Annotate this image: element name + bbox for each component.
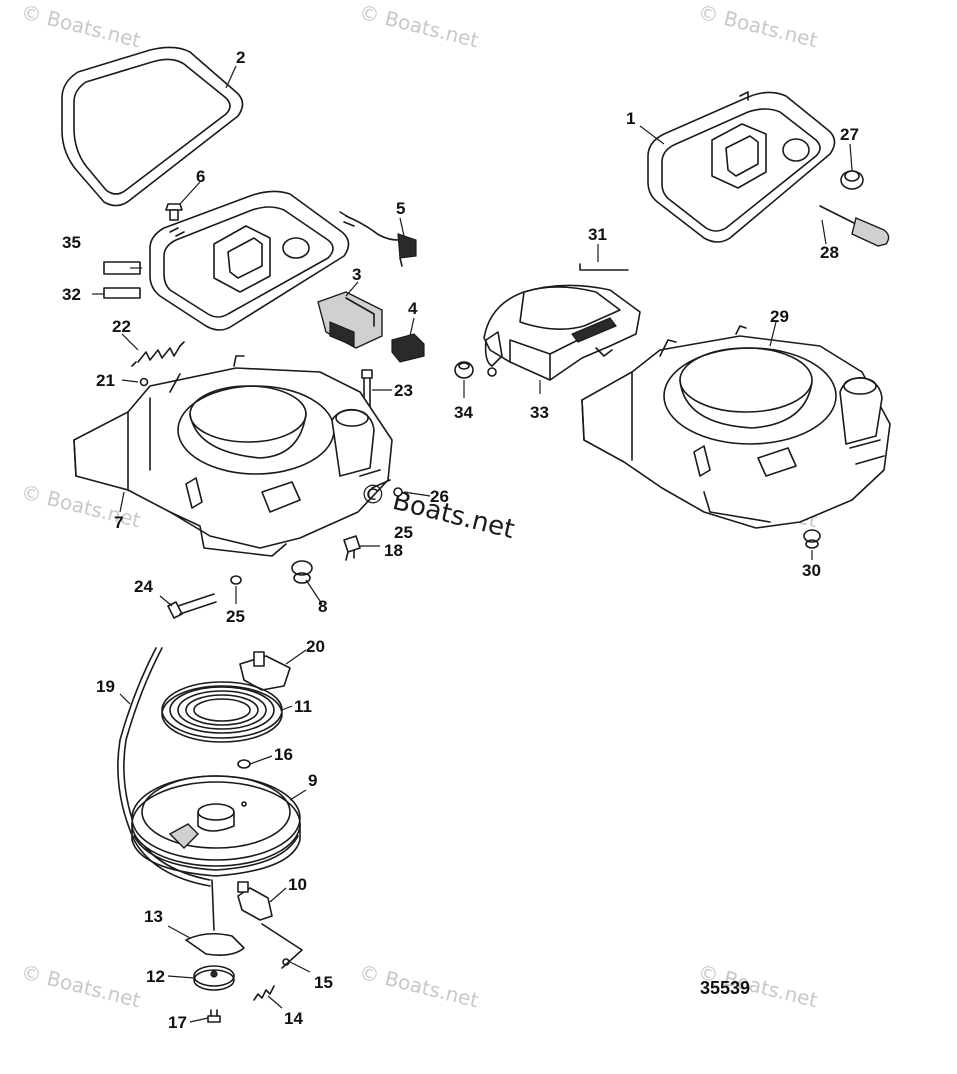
callout-6: 6 xyxy=(196,167,205,186)
callout-20: 20 xyxy=(306,637,325,656)
callout-3: 3 xyxy=(352,265,361,284)
callout-33: 33 xyxy=(530,403,549,422)
callout-7: 7 xyxy=(114,513,123,532)
wire-part-5 xyxy=(339,211,417,267)
callout-34: 34 xyxy=(454,403,473,422)
callout-15: 15 xyxy=(314,973,333,992)
gasket-part-2 xyxy=(61,46,244,207)
callout-25b: 25 xyxy=(226,607,245,626)
callout-4: 4 xyxy=(408,299,418,318)
drawing-number: 35539 xyxy=(700,978,750,998)
callout-26: 26 xyxy=(430,487,449,506)
callout-14: 14 xyxy=(284,1009,303,1028)
clip-part-21 xyxy=(139,377,149,387)
tool-part-28 xyxy=(819,205,890,247)
rope-handle-part-10 xyxy=(237,881,273,921)
callout-35: 35 xyxy=(62,233,81,252)
screw-part-6 xyxy=(165,203,183,221)
washer-part-16 xyxy=(237,759,251,769)
callout-25a: 25 xyxy=(394,523,413,542)
callout-29: 29 xyxy=(770,307,789,326)
bolt-part-24 xyxy=(167,593,217,619)
fitting-part-18 xyxy=(343,535,361,561)
watermark-text: © Boats.net xyxy=(357,0,481,52)
callout-28: 28 xyxy=(820,243,839,262)
callout-24: 24 xyxy=(134,577,153,596)
callout-17: 17 xyxy=(168,1013,187,1032)
callout-16: 16 xyxy=(274,745,293,764)
nut-part-34 xyxy=(454,361,474,379)
label-part-31 xyxy=(579,263,629,271)
callout-18: 18 xyxy=(384,541,403,560)
watermark-text: © Boats.net xyxy=(19,960,143,1013)
screw-part-17 xyxy=(207,1009,221,1023)
callout-22: 22 xyxy=(112,317,131,336)
grip-part-4 xyxy=(391,333,425,363)
watermark-text: © Boats.net xyxy=(19,0,143,52)
callout-8: 8 xyxy=(318,597,327,616)
callout-5: 5 xyxy=(396,199,405,218)
top-cover-plate xyxy=(149,190,350,331)
flywheel-cover-part-7 xyxy=(73,355,393,557)
callout-12: 12 xyxy=(146,967,165,986)
watermark-text: © Boats.net xyxy=(696,0,820,52)
washer-part-25 xyxy=(230,575,242,585)
spring-part-14 xyxy=(253,985,275,1001)
callout-27: 27 xyxy=(840,125,859,144)
callout-31: 31 xyxy=(588,225,607,244)
callout-21: 21 xyxy=(96,371,115,390)
handle-part-3 xyxy=(317,291,383,349)
grommet-part-30 xyxy=(803,529,821,549)
top-cover-part-1 xyxy=(647,91,836,243)
callout-9: 9 xyxy=(308,771,317,790)
watermark-text: © Boats.net xyxy=(357,960,481,1013)
callout-30: 30 xyxy=(802,561,821,580)
callout-10: 10 xyxy=(288,875,307,894)
pulley-part-9 xyxy=(131,775,301,877)
spring-part-22 xyxy=(131,341,185,367)
retainer-part-12 xyxy=(193,965,235,991)
callout-13: 13 xyxy=(144,907,163,926)
callout-11: 11 xyxy=(294,697,312,716)
callout-2: 2 xyxy=(236,48,245,67)
callout-19: 19 xyxy=(96,677,115,696)
pawl-part-20 xyxy=(239,651,291,691)
washer-part-26 xyxy=(393,487,403,497)
flywheel-cover-part-29 xyxy=(581,325,891,529)
cover-part-33 xyxy=(483,284,641,381)
plate-part-13 xyxy=(185,879,245,956)
callout-1: 1 xyxy=(626,109,635,128)
leader-lines xyxy=(92,65,853,1023)
callout-labels: 1 2 3 4 5 6 7 8 9 10 11 12 13 14 15 16 1… xyxy=(62,48,859,1032)
link-part-15 xyxy=(261,923,303,969)
rope-part-19 xyxy=(117,647,211,887)
cap-part-27 xyxy=(840,170,864,190)
grommet-part-8 xyxy=(291,560,313,584)
recoil-spring-part-11 xyxy=(161,681,283,743)
callout-32: 32 xyxy=(62,285,81,304)
callout-23: 23 xyxy=(394,381,413,400)
